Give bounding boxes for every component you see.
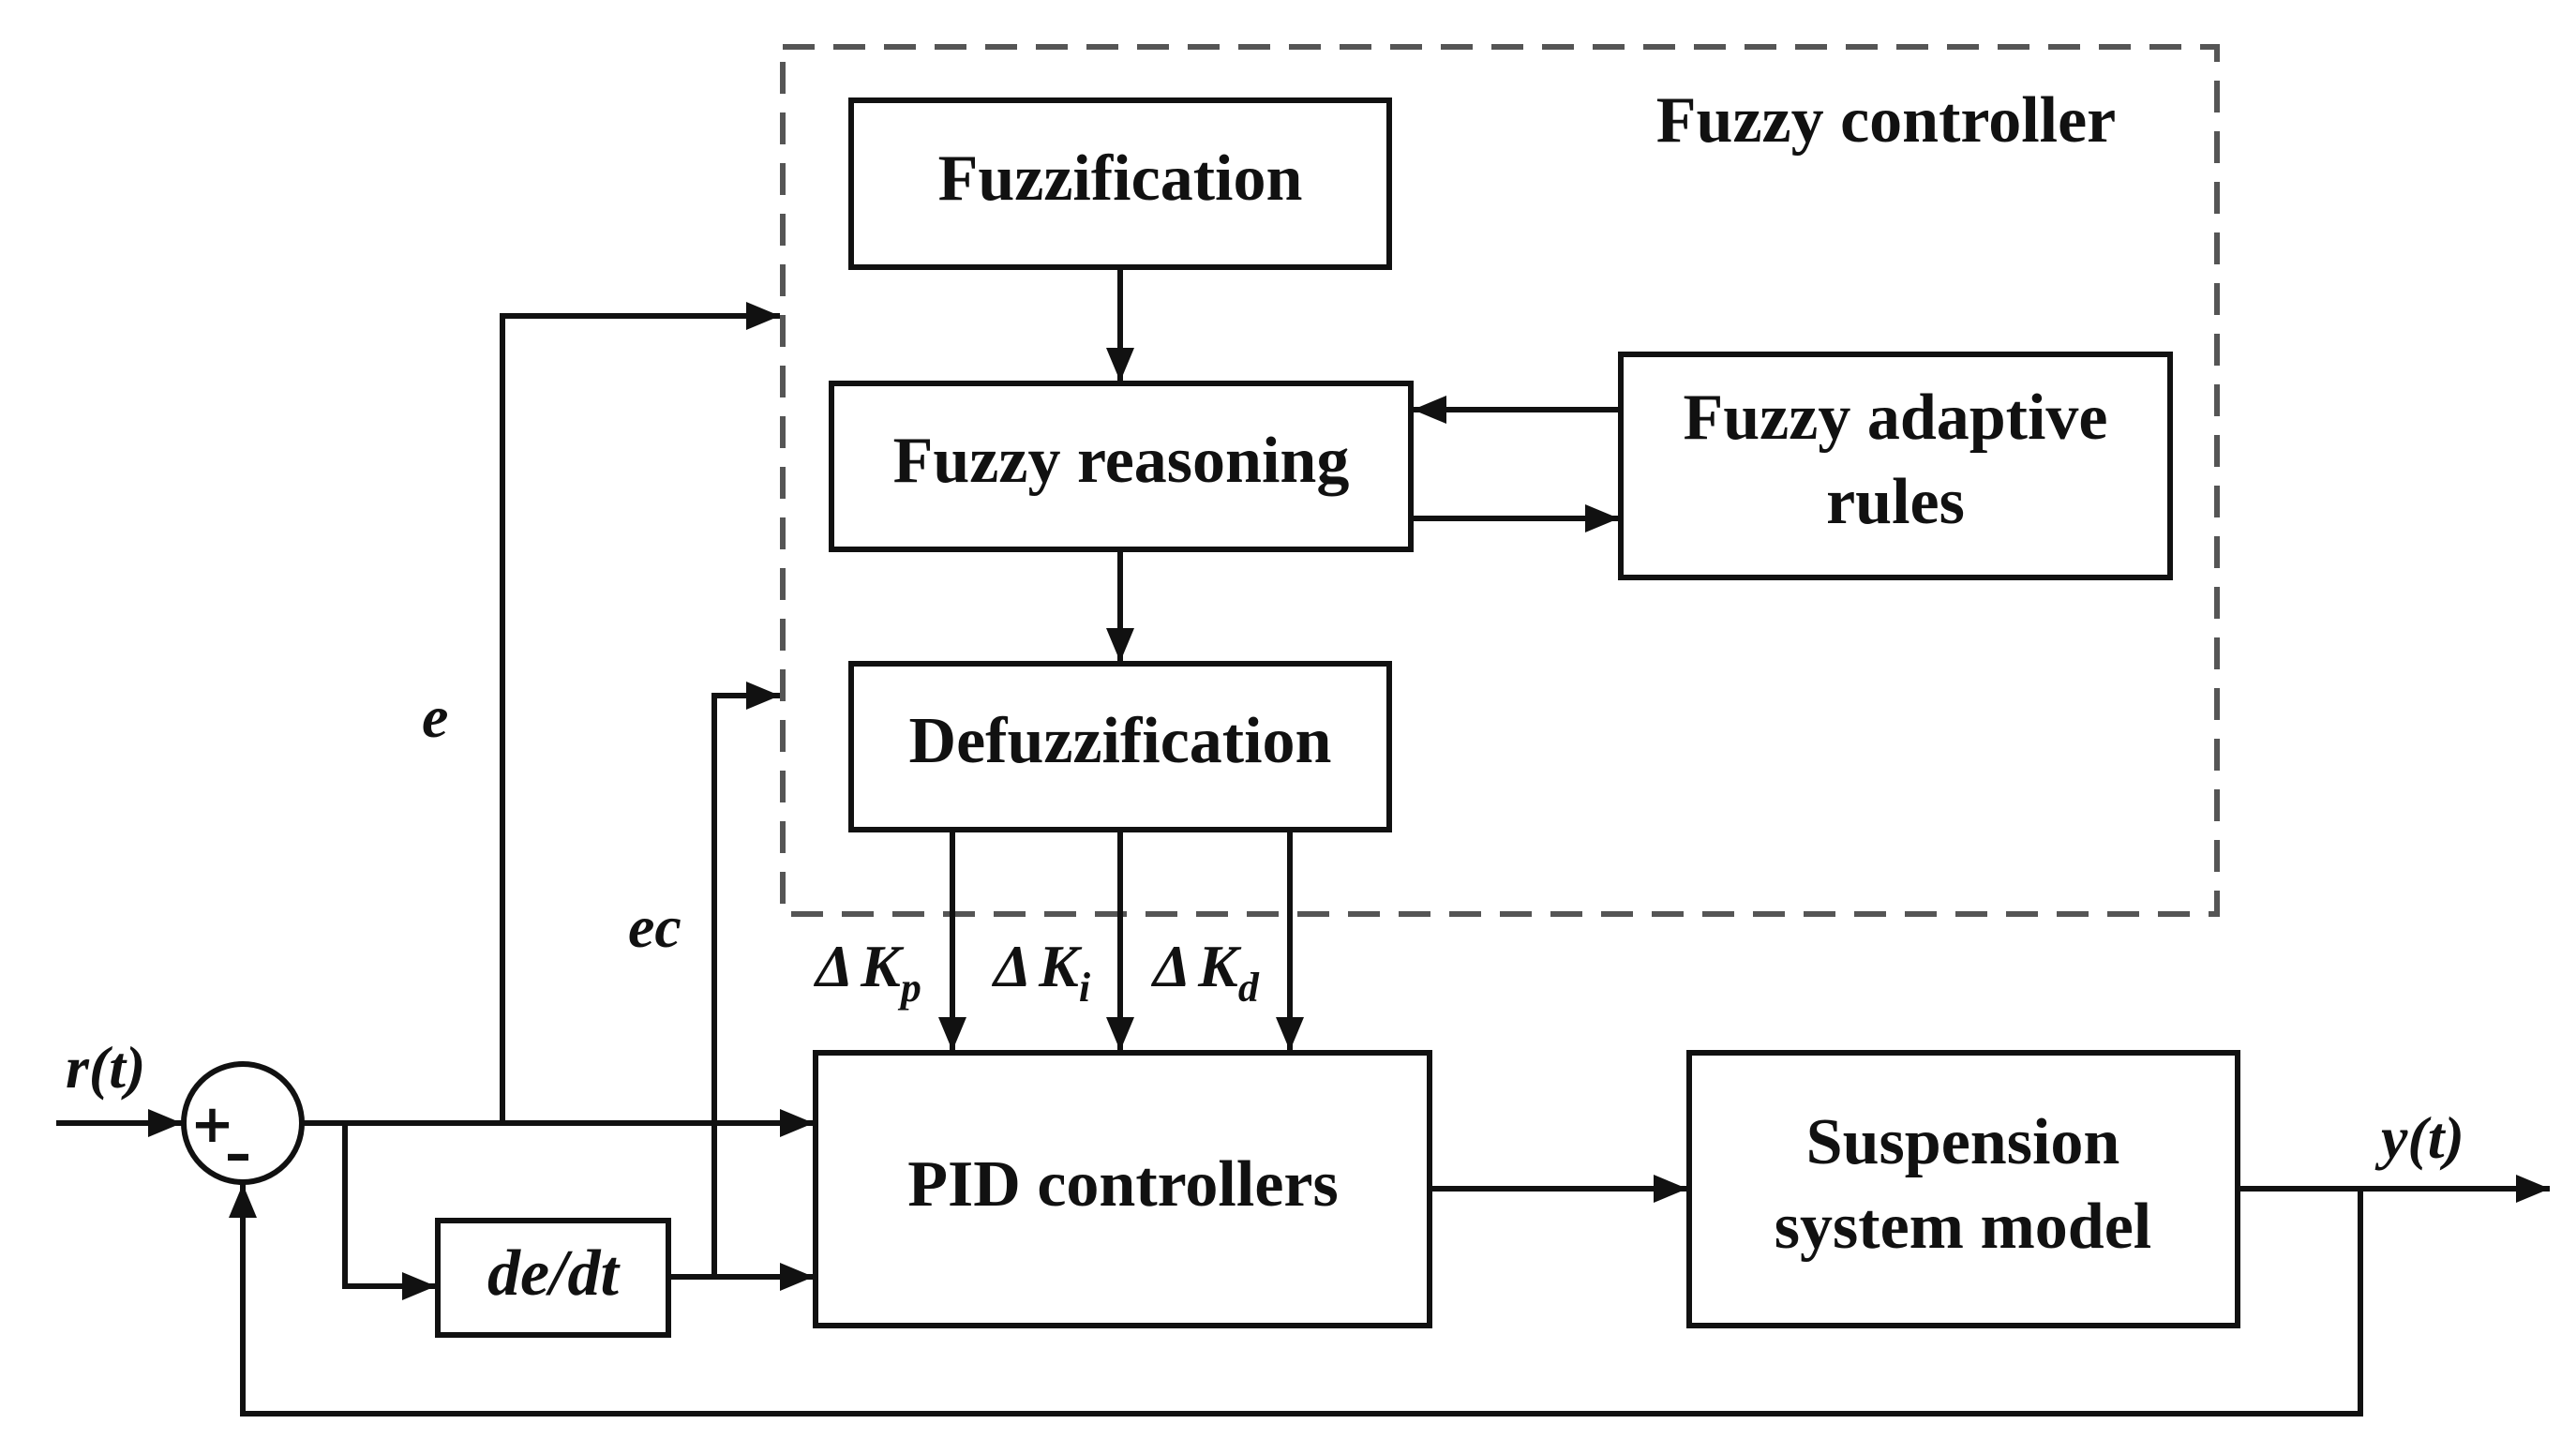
input-signal-label: r(t): [66, 1034, 145, 1101]
fuzzy-reasoning-block: [829, 381, 1414, 552]
fuzzy-rules-label-line2: rules: [1826, 466, 1965, 538]
error-to-derivative-arrow: [342, 1123, 436, 1300]
fuzzification-label: Fuzzification: [938, 142, 1303, 215]
plus-sign: +: [190, 1094, 234, 1155]
suspension-label-line1: Suspension: [1806, 1106, 2120, 1178]
fuzzy-controller-boundary: [780, 44, 2220, 917]
ec-to-fuzzy-arrow: [711, 682, 780, 1277]
minus-sign: –: [225, 1124, 251, 1185]
pid-controllers-label: PID controllers: [907, 1148, 1338, 1221]
fuzzy-controller-title: Fuzzy controller: [1656, 84, 2116, 157]
feedback-arrow: [229, 1184, 2363, 1417]
suspension-model-block: [1686, 1050, 2240, 1328]
fuzzy-rules-label-line1: Fuzzy adaptive: [1683, 382, 2107, 454]
e-to-fuzzy-arrow: [500, 302, 780, 1123]
derivative-label: de/dt: [487, 1237, 622, 1310]
error-signal-label: e: [422, 683, 448, 750]
defuzzification-block: [848, 661, 1392, 832]
defuzzification-label: Defuzzification: [909, 705, 1332, 777]
error-change-signal-label: ec: [628, 893, 681, 960]
fuzzy-reasoning-label: Fuzzy reasoning: [893, 425, 1350, 497]
fuzzy-adaptive-rules-block: [1618, 352, 2173, 580]
output-signal-label: y(t): [2374, 1104, 2464, 1171]
suspension-label-line2: system model: [1775, 1191, 2151, 1263]
